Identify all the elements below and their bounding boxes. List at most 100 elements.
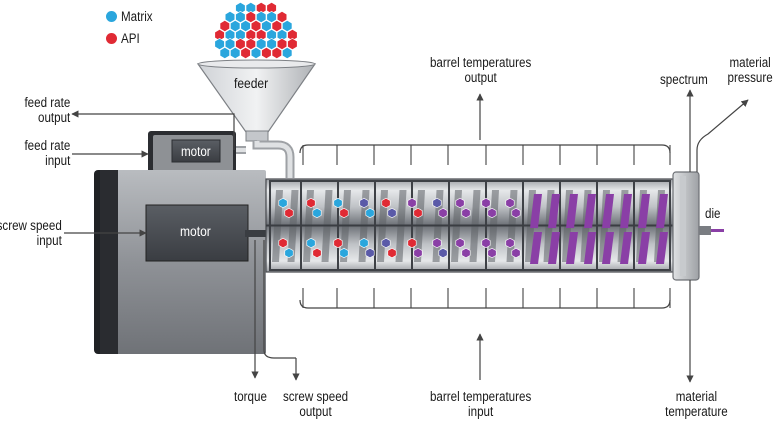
- small-motor: [148, 131, 236, 175]
- barrel-particle: [511, 207, 521, 219]
- melt-stream: [656, 194, 668, 228]
- matrix-granule: [256, 38, 267, 50]
- matrix-granule: [256, 11, 267, 23]
- torque-label: torque: [234, 389, 267, 404]
- matrix-granule: [266, 11, 277, 23]
- melt-stream: [530, 194, 542, 228]
- barrel-particle: [481, 197, 491, 209]
- melt-stream: [566, 194, 578, 228]
- feeder-label: feeder: [234, 75, 269, 91]
- melt-stream: [602, 232, 614, 264]
- barrel-particle: [365, 207, 375, 219]
- melt-stream: [584, 194, 596, 228]
- matrix-granule: [240, 20, 251, 32]
- matrix-granule: [250, 47, 262, 59]
- barrel-particle: [387, 207, 397, 219]
- barrel-particle: [306, 237, 316, 249]
- top-bracket: [299, 144, 671, 154]
- barrel-particle: [407, 197, 417, 209]
- barrel-particle: [339, 247, 349, 259]
- api-granule: [235, 38, 246, 50]
- granule-pile: [214, 2, 298, 59]
- matrix-granule: [214, 38, 225, 50]
- matrix-granule: [230, 20, 241, 32]
- barrel-particle: [413, 247, 423, 259]
- main-motor-label: motor: [180, 223, 211, 239]
- barrel-particle: [487, 247, 497, 259]
- barrel-particle: [312, 207, 322, 219]
- barrel-particle: [511, 247, 521, 259]
- barrel-particle: [481, 237, 491, 249]
- small-motor-label: motor: [181, 144, 211, 159]
- die-label: die: [705, 206, 721, 221]
- barrel-particle: [487, 207, 497, 219]
- barrel-particle: [432, 237, 442, 249]
- barrel-particle: [455, 197, 465, 209]
- melt-stream: [656, 232, 668, 264]
- barrel-particle: [455, 237, 465, 249]
- barrel-particle: [312, 247, 322, 259]
- api-granule: [276, 38, 288, 50]
- barrel-particle: [278, 197, 288, 209]
- matrix-granule: [230, 47, 241, 59]
- barrel-particle: [505, 197, 515, 209]
- api-granule: [287, 38, 298, 50]
- barrel-particle: [407, 237, 417, 249]
- matrix-legend-dot: [106, 11, 117, 22]
- api-legend-dot: [106, 33, 117, 44]
- barrel-particle: [359, 237, 369, 249]
- die-flange: [672, 171, 724, 281]
- barrel-particle: [387, 247, 397, 259]
- api-granule: [261, 47, 272, 59]
- matrix-legend-label: Matrix: [121, 9, 153, 24]
- barrel-particle: [284, 247, 294, 259]
- matrix-granule: [219, 47, 230, 59]
- melt-stream: [584, 232, 596, 264]
- melt-stream: [566, 232, 578, 264]
- matrix-granule: [224, 11, 236, 23]
- barrel-particle: [381, 237, 391, 249]
- melt-stream: [638, 194, 650, 228]
- api-legend-label: API: [121, 31, 140, 46]
- barrel-particle: [339, 207, 349, 219]
- melt-stream: [638, 232, 650, 264]
- extruder-barrel: [265, 178, 681, 273]
- matrix-granule: [224, 38, 236, 50]
- api-granule: [245, 11, 256, 23]
- barrel-particle: [461, 247, 471, 259]
- api-granule: [271, 47, 282, 59]
- api-granule: [276, 11, 288, 23]
- melt-stream: [548, 194, 560, 228]
- matrix-granule: [266, 38, 277, 50]
- melt-stream: [620, 194, 632, 228]
- spectrum-label: spectrum: [660, 72, 708, 87]
- melt-stream: [548, 232, 560, 264]
- barrel-particle: [278, 237, 288, 249]
- main-motor: [94, 170, 275, 354]
- api-granule: [271, 20, 282, 32]
- api-granule: [245, 38, 256, 50]
- melt-stream: [530, 232, 542, 264]
- barrel-particle: [505, 237, 515, 249]
- bottom-bracket: [299, 299, 671, 309]
- melt-stream: [602, 194, 614, 228]
- barrel-particle: [438, 207, 448, 219]
- barrel-particle: [359, 197, 369, 209]
- api-granule: [219, 20, 230, 32]
- api-granule: [240, 47, 251, 59]
- feeder-hopper: [196, 59, 317, 142]
- temperature-brackets: [299, 144, 671, 309]
- barrel-particle: [365, 247, 375, 259]
- melt-stream: [620, 232, 632, 264]
- barrel-particle: [284, 207, 294, 219]
- matrix-granule: [282, 47, 293, 59]
